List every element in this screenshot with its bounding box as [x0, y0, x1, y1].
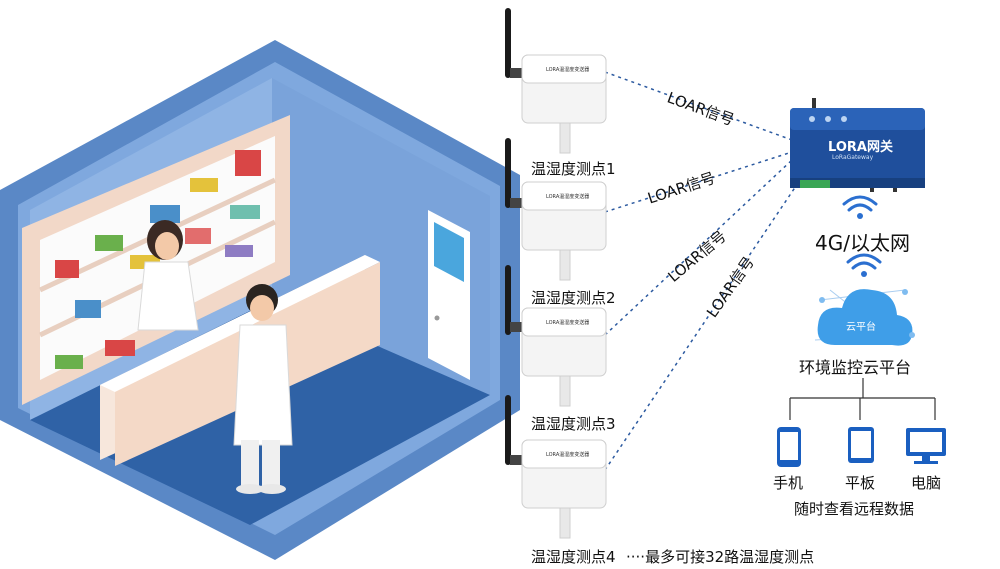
- sensor-devices: [505, 8, 607, 539]
- network-label: 4G/以太网: [815, 231, 910, 255]
- monitor-icon: [906, 428, 946, 464]
- sensor-device-2: [505, 138, 607, 281]
- sensor-2-device-text: LORA温湿度变送器: [546, 194, 590, 200]
- phone-icon: [777, 427, 801, 467]
- lora-gateway-device: [790, 98, 925, 192]
- link-sensor-2: [604, 151, 793, 213]
- client-label-pc: 电脑: [911, 474, 942, 492]
- gateway-title: LORA网关: [828, 140, 893, 155]
- sensor-label-2: 温湿度测点2: [531, 289, 616, 307]
- tablet-icon: [848, 427, 874, 463]
- wireless-signal-icon-upper: [842, 195, 878, 219]
- sensor-label-3: 温湿度测点3: [531, 415, 616, 433]
- gateway-subtitle: LoRaGateway: [832, 154, 874, 161]
- sensor-device-4: [505, 395, 607, 539]
- cloud-platform-title: 环境监控云平台: [799, 358, 912, 377]
- wireless-signal-icon-lower: [846, 253, 882, 277]
- sensor-device-3: [505, 265, 607, 407]
- link-sensor-4: [604, 179, 801, 471]
- cloud-badge: 云平台: [846, 322, 876, 333]
- client-label-tablet: 平板: [845, 474, 876, 492]
- link-sensor-1: [604, 71, 793, 141]
- max-sensors-note: ····最多可接32路温湿度测点: [626, 548, 815, 566]
- sensor-4-device-text: LORA温湿度变送器: [546, 452, 590, 458]
- sensor-device-1: [505, 8, 607, 154]
- clients-caption: 随时查看远程数据: [794, 500, 915, 518]
- pharmacy-room-illustration: [0, 40, 520, 560]
- lora-links: [604, 71, 801, 471]
- link-sensor-3: [604, 159, 793, 336]
- sensor-label-4: 温湿度测点4: [531, 548, 616, 566]
- sensor-1-device-text: LORA温湿度变送器: [546, 67, 590, 73]
- sensor-3-device-text: LORA温湿度变送器: [546, 320, 590, 326]
- client-connectors: [789, 378, 936, 420]
- client-label-phone: 手机: [773, 474, 804, 492]
- sensor-label-1: 温湿度测点1: [531, 160, 616, 178]
- cloud-platform-icon: [814, 289, 915, 346]
